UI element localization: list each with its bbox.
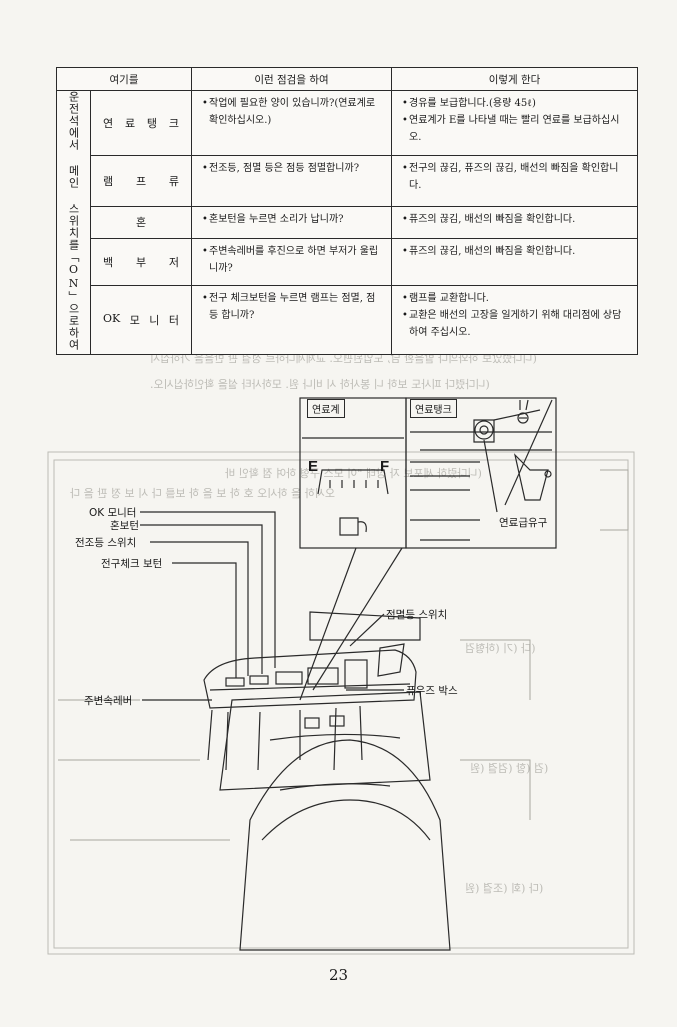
row-check: 전조등, 점멸 등은 점등 점멸합니까? <box>191 154 393 207</box>
row-check: 주변속레버를 후진으로 하면 부저가 울립니까? <box>191 238 393 286</box>
header-where: 여기를 <box>55 67 193 91</box>
page-number: 23 <box>328 966 349 984</box>
header-action: 이렇게 한다 <box>391 67 639 91</box>
fuel-gauge-label: 연료계 <box>307 399 345 418</box>
ok-monitor-label: OK 모니터 <box>89 507 137 519</box>
table-row: 혼 혼보턴을 누르면 소리가 납니까? 퓨즈의 끊김, 배선의 빠짐을 확인합니… <box>57 205 639 240</box>
row-action: 퓨즈의 끊김, 배선의 빠짐을 확인합니다. <box>391 205 639 240</box>
row-check: 혼보턴을 누르면 소리가 납니까? <box>191 205 393 240</box>
row-item: 혼 <box>89 205 193 240</box>
inspection-table: 여기를 이런 점검을 하여 이렇게 한다 운전석에서 메인 스위치를「ON」으로… <box>55 67 639 356</box>
row-action: 경유를 보급합니다.(용량 45ℓ)연료계가 E를 나타낼 때는 빨리 연료를 … <box>391 90 639 156</box>
fuel-tank-label: 연료탱크 <box>410 399 457 418</box>
blinker-switch-label: 점멸등 스위치 <box>386 609 448 621</box>
table-header-row: 여기를 이런 점검을 하여 이렇게 한다 <box>55 67 639 91</box>
main-shift-lever-label: 주변속레버 <box>84 695 133 707</box>
row-action: 램프를 교환합니다.교환은 배선의 고장을 일게하기 위해 대리점에 상담하여 … <box>391 284 639 356</box>
bulb-check-button-label: 전구체크 보턴 <box>101 558 163 570</box>
gauge-empty-mark: E <box>308 458 319 475</box>
row-check: 작업에 필요한 양이 있습니까?(연료계로 확인하십시오.) <box>191 90 393 156</box>
side-condition-label: 운전석에서 메인 스위치를「ON」으로하여 <box>56 90 91 355</box>
fuel-filler-label: 연료급유구 <box>499 517 548 529</box>
row-action: 퓨즈의 끊김, 배선의 빠짐을 확인합니다. <box>391 238 639 286</box>
row-action: 전구의 끊김, 퓨즈의 끊김, 배선의 빠짐을 확인합니다. <box>391 154 639 207</box>
horn-button-label: 혼보턴 <box>110 520 139 532</box>
table-row: 백부저 주변속레버를 후진으로 하면 부저가 울립니까? 퓨즈의 끊김, 배선의… <box>57 238 639 286</box>
table-row: 운전석에서 메인 스위치를「ON」으로하여 연료탱크 작업에 필요한 양이 있습… <box>56 90 639 355</box>
fuse-box-label: 퓨우즈 박스 <box>406 685 458 697</box>
headlight-switch-label: 전조등 스위치 <box>75 537 137 549</box>
header-check: 이런 점검을 하여 <box>191 67 393 91</box>
table-row: 램프류 전조등, 점멸 등은 점등 점멸합니까? 전구의 끊김, 퓨즈의 끊김,… <box>57 154 639 207</box>
row-check: 전구 체크보턴을 누르면 램프는 점멸, 점등 합니까? <box>191 284 393 356</box>
gauge-full-mark: F <box>380 458 390 475</box>
